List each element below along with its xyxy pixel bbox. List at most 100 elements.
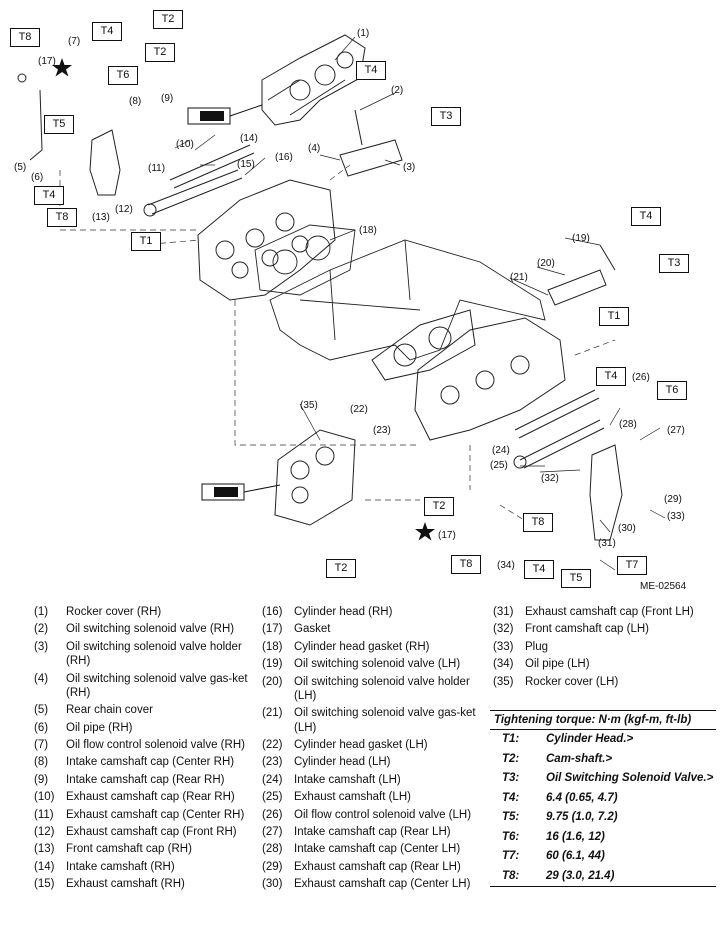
callout: (10) — [176, 139, 194, 150]
legend-number: (22) — [262, 739, 283, 751]
callout: (22) — [350, 404, 368, 415]
torque-box: T4 — [356, 61, 386, 80]
torque-box: T4 — [92, 22, 122, 41]
callout: (31) — [598, 538, 616, 549]
legend-number: (25) — [262, 791, 283, 804]
callouts: (1) (2) (3) (4) (5) (6) (7) (8) (9) (10)… — [14, 28, 685, 571]
torque-box: T8 — [523, 513, 553, 532]
oil-switching-solenoid-lh — [547, 244, 616, 306]
legend-item: (28)Intake camshaft cap (Center LH) — [262, 842, 482, 856]
legend-item: (6)Oil pipe (RH) — [34, 721, 259, 735]
legend-item: (18) Cylinder head gasket (RH) — [262, 640, 482, 654]
legend-number: (11) — [34, 808, 54, 821]
star-marker — [52, 58, 435, 541]
torque-row: T1:Cylinder Head.> — [490, 730, 716, 750]
legend-text: Oil switching solenoid valve (LH) — [294, 658, 461, 671]
legend-number: (15) — [34, 878, 55, 890]
torque-key: T8: — [502, 869, 520, 882]
torque-box: T4 — [34, 186, 64, 205]
legend-text: Oil flow control solenoid valve (LH) — [294, 808, 472, 821]
legend-text: Rocker cover (RH) — [66, 606, 162, 618]
legend-item: (25)Exhaust camshaft (LH) — [262, 790, 482, 804]
legend-number: (33) — [493, 640, 514, 653]
legend-number: (5) — [34, 704, 49, 717]
torque-value: Cylinder Head.> — [546, 733, 634, 745]
torque-box: T2 — [145, 43, 175, 62]
callout: (17) — [438, 530, 456, 541]
legend-number: (24) — [262, 773, 283, 786]
legend-text: Gasket — [294, 623, 331, 636]
callout: (26) — [632, 372, 650, 383]
legend-column-1: (1) Rocker cover (RH) (2)Oil switching sol… — [34, 605, 259, 894]
torque-box: T4 — [596, 367, 626, 386]
legend-text: Intake camshaft cap (Center LH) — [294, 843, 461, 856]
legend-number: (7) — [34, 739, 49, 751]
legend-text: Exhaust camshaft cap (Center LH) — [294, 878, 471, 890]
callout: (12) — [115, 204, 133, 215]
callout: (27) — [667, 425, 685, 436]
callout: (1) — [357, 28, 370, 39]
legend-item: (31)Exhaust camshaft cap (Front LH) — [493, 605, 713, 619]
callout: (7) — [68, 36, 81, 47]
legend-item: (2)Oil switching solenoid valve (RH) — [34, 622, 259, 636]
legend-number: (1) — [34, 606, 49, 618]
legend-item: (17) Gasket — [262, 622, 482, 636]
tightening-torque-table: Tightening torque: N·m (kgf-m, ft-lb) T1… — [490, 710, 716, 888]
legend-text: Oil switching solenoid valve holder (LH) — [294, 675, 470, 702]
legend-text: Exhaust camshaft cap (Rear LH) — [294, 860, 461, 873]
legend-item: (24)Intake camshaft (LH) — [262, 773, 482, 787]
callout: (9) — [161, 93, 174, 104]
head-gasket-rh — [254, 224, 356, 296]
torque-box: T4 — [631, 207, 661, 226]
torque-box: T1 — [599, 307, 629, 326]
torque-key: T4: — [502, 791, 520, 804]
callout: (14) — [240, 133, 258, 144]
legend-number: (35) — [493, 675, 514, 688]
oil-switching-solenoid-rh — [339, 109, 403, 177]
legend-text: Intake camshaft cap (Rear RH) — [66, 773, 225, 786]
legend-number: (13) — [34, 843, 55, 856]
callout: (32) — [541, 473, 559, 484]
torque-box: T8 — [451, 555, 481, 574]
legend-item: (3)Oil switching solenoid valve holder (… — [34, 640, 259, 669]
callout: (8) — [129, 96, 142, 107]
legend-item: (13)Front camshaft cap (RH) — [34, 842, 259, 856]
legend-number: (17) — [262, 623, 283, 636]
figure-id: ME-02564 — [640, 581, 687, 592]
torque-value: 6.4 (0.65, 4.7) — [546, 791, 618, 804]
legend-number: (34) — [493, 658, 514, 671]
torque-box: T6 — [108, 66, 138, 85]
legend-text: Oil switching solenoid valve (RH) — [66, 623, 235, 636]
engine-block — [269, 239, 546, 361]
torque-box: T8 — [47, 208, 77, 227]
callout: (5) — [14, 162, 27, 173]
torque-value: 60 (6.1, 44) — [546, 850, 605, 863]
torque-box: T2 — [153, 10, 183, 29]
legend-number: (23) — [262, 756, 283, 769]
torque-row: T5:9.75 (1.0, 7.2) — [490, 808, 716, 828]
legend-item: (16)Cylinder head (RH) — [262, 605, 482, 619]
torque-key: T5: — [502, 811, 520, 824]
torque-box: T2 — [424, 497, 454, 516]
torque-box: T1 — [131, 232, 161, 251]
legend-item: (12)Exhaust camshaft cap (Front RH) — [34, 825, 259, 839]
callout: (13) — [92, 212, 110, 223]
legend-text: Exhaust camshaft cap (Rear RH) — [66, 791, 235, 804]
torque-boxes: .tb { position:absolute; border:1px soli… — [10, 10, 689, 588]
callout: (21) — [510, 272, 528, 283]
legend-item: (22)Cylinder head gasket (LH) — [262, 738, 482, 752]
legend-item: (34)Oil pipe (LH) — [493, 657, 713, 671]
legend-number: (18) — [262, 640, 283, 653]
legend-item: (11)Exhaust camshaft cap (Center RH) — [34, 808, 259, 822]
torque-key: T7: — [502, 850, 520, 863]
rear-chain-cover-rh — [17, 73, 121, 196]
legend-text: Cylinder head gasket (RH) — [294, 640, 430, 653]
legend-number: (8) — [34, 756, 49, 769]
callout: (34) — [497, 560, 515, 571]
torque-row: T4: 6.4 (0.65, 4.7) — [490, 789, 716, 809]
legend-item: (35)Rocker cover (LH) — [493, 675, 713, 689]
legend-item: (14)Intake camshaft (RH) — [34, 860, 259, 874]
liquid-gasket-symbol — [187, 104, 281, 501]
torque-value: 16 (1.6, 12) — [546, 830, 605, 843]
callout: (18) — [359, 225, 377, 236]
